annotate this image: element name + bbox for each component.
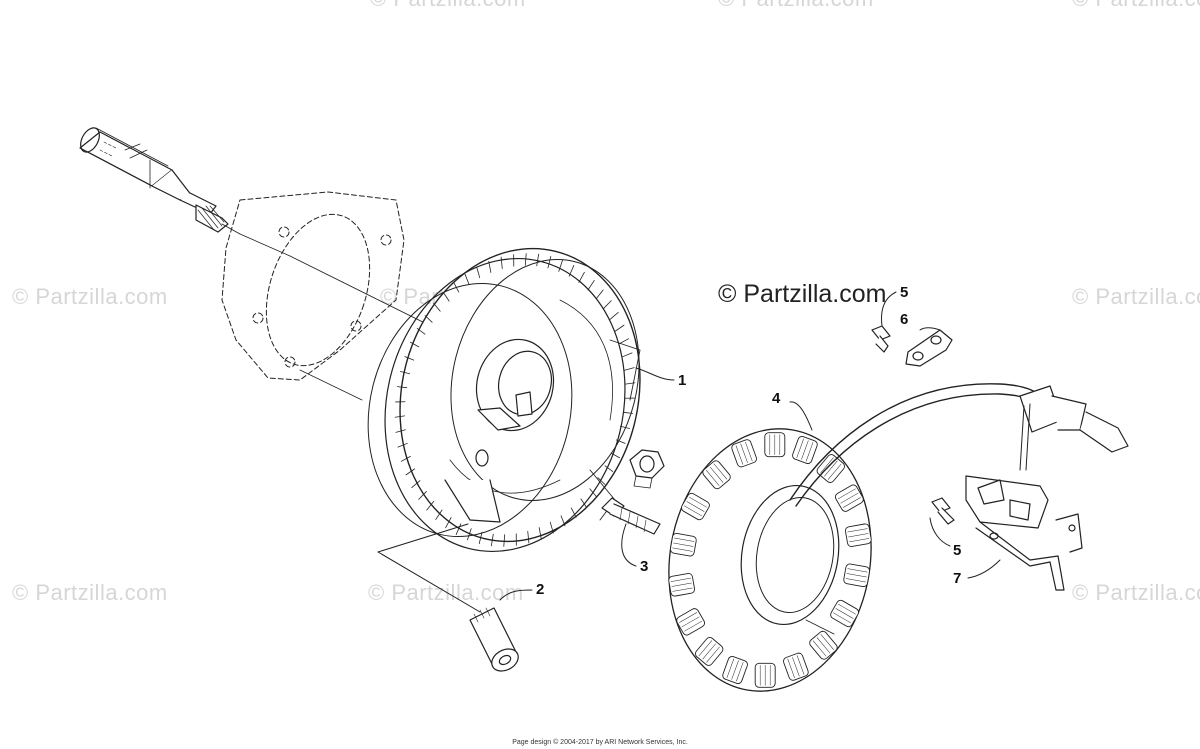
watermark-top-center: © Partzilla.com bbox=[370, 0, 526, 12]
watermark-bottom-center: © Partzilla.com bbox=[368, 580, 524, 605]
callout-5-top: 5 bbox=[900, 284, 909, 301]
stator bbox=[668, 428, 872, 692]
bolt-2 bbox=[469, 607, 519, 672]
callout-3: 3 bbox=[640, 558, 649, 575]
watermark-mid-left: © Partzilla.com bbox=[12, 284, 168, 309]
watermark-bottom-right: © Partzilla.com bbox=[1072, 580, 1200, 605]
watermark-mid-right: © Partzilla.com bbox=[1072, 284, 1200, 309]
partzilla-watermark: © Partzilla.com bbox=[718, 280, 887, 308]
callout-2: 2 bbox=[536, 581, 545, 598]
callout-7: 7 bbox=[953, 570, 962, 587]
align-line-1 bbox=[239, 233, 291, 257]
callout-6: 6 bbox=[900, 311, 909, 328]
crankshaft bbox=[79, 127, 241, 235]
bolt-3 bbox=[601, 497, 661, 535]
callout-5-bottom: 5 bbox=[953, 542, 962, 559]
watermark-top-far-right: © Partzilla.com bbox=[1072, 0, 1200, 12]
plate-6 bbox=[905, 329, 953, 367]
callout-1: 1 bbox=[678, 372, 687, 389]
copyright-footer: Page design © 2004-2017 by ARI Network S… bbox=[512, 739, 688, 746]
watermark-bottom-left: © Partzilla.com bbox=[12, 580, 168, 605]
watermark-top-right: © Partzilla.com bbox=[718, 0, 874, 12]
screw-5-top bbox=[871, 325, 891, 353]
screw-5-bottom bbox=[931, 497, 955, 525]
gasket-ring bbox=[221, 191, 405, 381]
flywheel-nut bbox=[629, 449, 665, 489]
wire-harness bbox=[789, 383, 1129, 507]
flywheel bbox=[367, 247, 641, 553]
callout-4: 4 bbox=[772, 390, 781, 407]
bracket-7 bbox=[965, 475, 1083, 591]
